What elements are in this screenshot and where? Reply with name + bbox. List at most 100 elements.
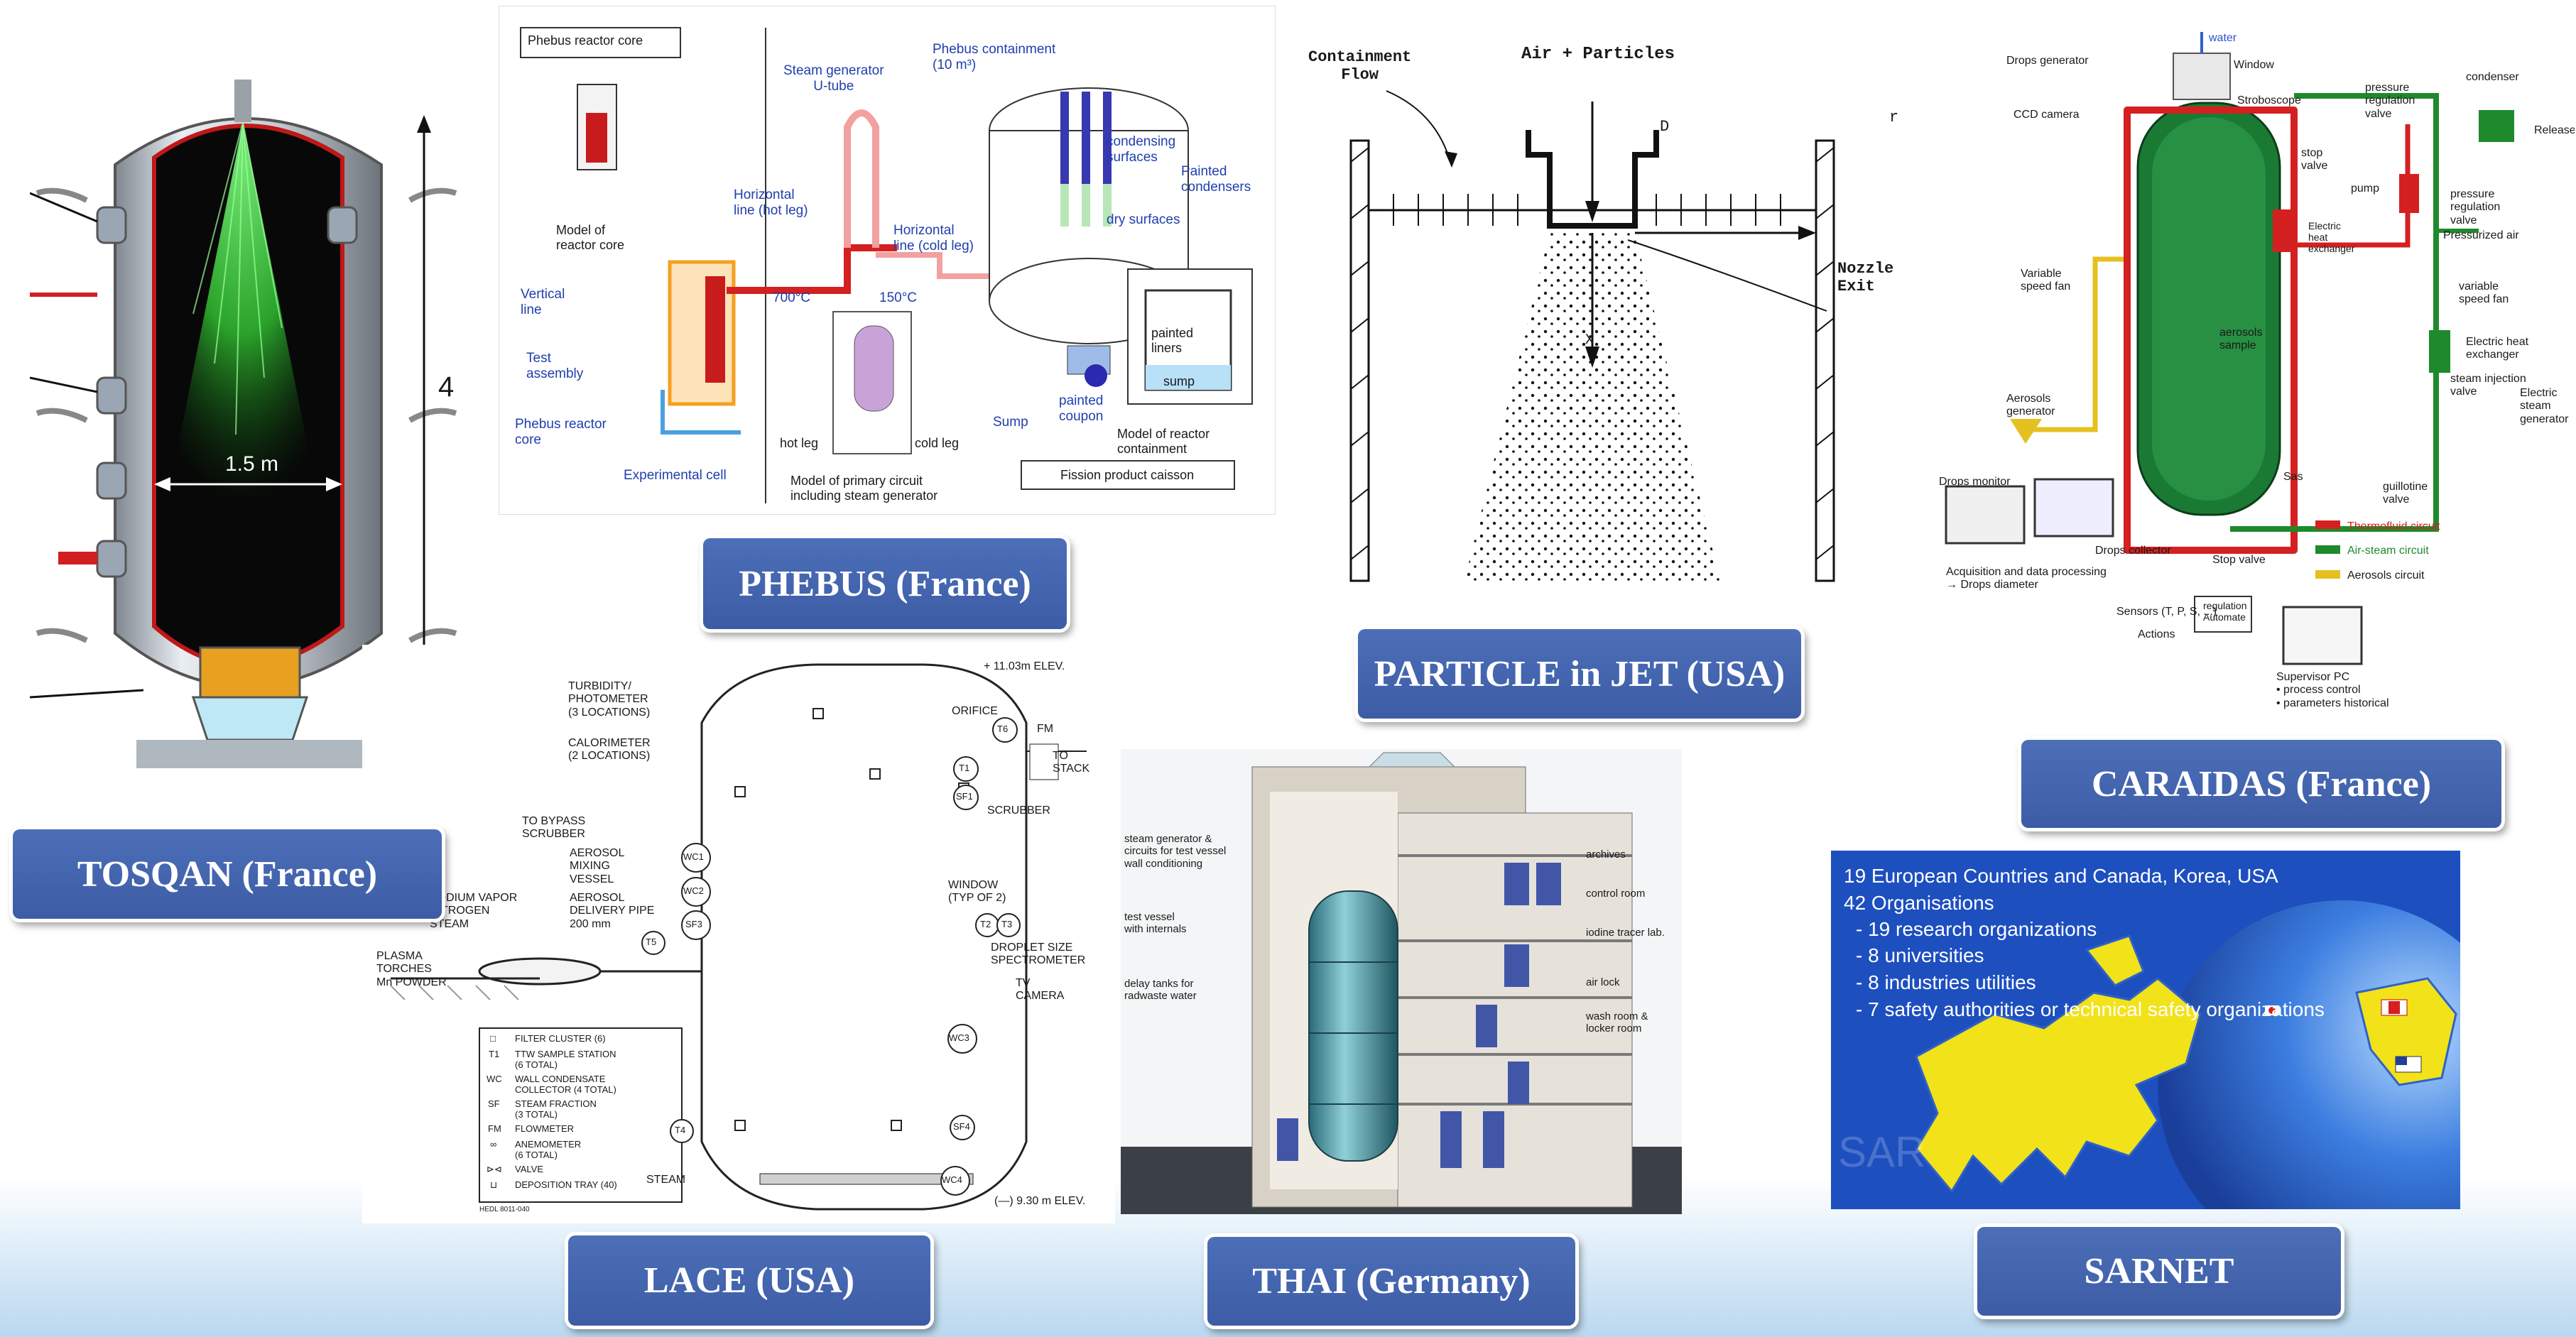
thai-iodine: iodine tracer lab.: [1586, 927, 1665, 939]
lace-tag-sf3: SF3: [685, 919, 702, 929]
phebus-primary: Model of primary circuit including steam…: [790, 474, 938, 503]
particle-air-label: Air + Particles: [1521, 45, 1675, 64]
lace-legend-1: FILTER CLUSTER (6): [515, 1033, 606, 1044]
lace-droplet: DROPLET SIZE SPECTROMETER: [991, 942, 1086, 967]
tosqan-diagram: 1.5 m 4: [30, 80, 469, 797]
phebus-dry: dry surfaces: [1107, 212, 1180, 227]
sarnet-map: 19 European Countries and Canada, Korea,…: [1831, 851, 2460, 1209]
caraidas-actions: Actions: [2138, 628, 2175, 640]
lace-tag-t3: T3: [1001, 919, 1013, 929]
lace-tag-wc1: WC1: [683, 851, 704, 862]
lace-tag-sf4: SF4: [953, 1121, 970, 1132]
caraidas-ccd: CCD camera: [2013, 109, 2080, 121]
lace-delivery: AEROSOL DELIVERY PIPE 200 mm: [570, 892, 655, 930]
lace-tag-t4: T4: [675, 1125, 686, 1135]
sarnet-side-text: SAR: [1838, 1128, 1926, 1176]
caraidas-drops-coll: Drops collector: [2095, 545, 2171, 557]
lace-label: LACE (USA): [568, 1235, 930, 1326]
particle-jet-diagram: Containment Flow Air + Particles D r X N…: [1287, 34, 1911, 613]
lace-fm: FM: [1037, 723, 1054, 735]
phebus-hot-leg-h: Horizontal line (hot leg): [734, 187, 808, 218]
lace-plasma: PLASMA TORCHES Mn POWDER: [376, 950, 447, 988]
particle-nozzle-exit: Nozzle Exit: [1837, 260, 1894, 296]
phebus-caisson: Fission product caisson: [1060, 468, 1195, 482]
sarnet-line-4: - 8 universities: [1856, 944, 1984, 966]
caraidas-stop-valve2: Stop valve: [2212, 554, 2266, 566]
sarnet-line-1: 19 European Countries and Canada, Korea,…: [1844, 865, 2278, 887]
phebus-hot-leg: hot leg: [780, 436, 819, 450]
caraidas-legend-3: Aerosols circuit: [2347, 569, 2425, 582]
caraidas-schematic: [1945, 32, 2514, 665]
lace-to-stack: TO STACK: [1053, 750, 1090, 775]
phebus-sump: Sump: [993, 415, 1028, 430]
caraidas-water: water: [2209, 32, 2237, 44]
thai-building-drawing: [1121, 752, 1682, 1214]
caraidas-aer-sample: aerosols sample: [2219, 327, 2263, 352]
lace-tag-t2: T2: [980, 919, 991, 929]
caraidas-strobo: Stroboscope: [2237, 94, 2301, 107]
particle-jet-label: PARTICLE in JET (USA): [1358, 629, 1801, 719]
lace-orifice: ORIFICE: [952, 705, 998, 717]
lace-calorimeter: CALORIMETER (2 LOCATIONS): [568, 737, 651, 763]
phebus-model-cont: Model of reactor containment: [1117, 427, 1210, 456]
particle-containment-flow: Containment Flow: [1308, 48, 1412, 84]
lace-legend-2: TTW SAMPLE STATION (6 TOTAL): [515, 1049, 616, 1070]
lace-tag-t6: T6: [997, 724, 1009, 734]
caraidas-sas: Sas: [2283, 471, 2303, 483]
phebus-test: Test assembly: [526, 351, 584, 381]
tosqan-diameter-label: 1.5 m: [225, 452, 279, 476]
phebus-t150: 150°C: [879, 290, 918, 305]
thai-airlock: air lock: [1586, 976, 1620, 988]
lace-sym-5: FM: [488, 1123, 501, 1134]
caraidas-aer-gen: Aerosols generator: [2006, 393, 2055, 418]
lace-schematic: [390, 663, 1087, 1211]
lace-sym-1: □: [490, 1033, 496, 1044]
sarnet-line-5: - 8 industries utilities: [1856, 971, 2036, 993]
lace-legend-4: STEAM FRACTION (3 TOTAL): [515, 1098, 597, 1120]
lace-legend-5: FLOWMETER: [515, 1123, 575, 1134]
phebus-painted-cond: Painted condensers: [1181, 164, 1251, 195]
phebus-vertical: Vertical line: [521, 287, 565, 317]
sarnet-line-6: - 7 safety authorities or technical safe…: [1856, 998, 2325, 1020]
tosqan-height-label: 4: [438, 371, 455, 403]
thai-diagram: steam generator & circuits for test vess…: [1121, 749, 1682, 1214]
phebus-diagram: Phebus reactor core Model of reactor cor…: [499, 6, 1276, 515]
lace-tag-wc3: WC3: [949, 1032, 969, 1043]
caraidas-release: Release: [2534, 124, 2575, 136]
thai-vessel: test vessel with internals: [1124, 911, 1187, 936]
phebus-core-label: Phebus reactor core: [515, 417, 607, 447]
phebus-label: PHEBUS (France): [703, 538, 1067, 629]
caraidas-regulation: regulation Automate: [2203, 600, 2247, 623]
lace-steam: STEAM: [646, 1174, 686, 1186]
caraidas-label: CARAIDAS (France): [2021, 740, 2501, 828]
caraidas-legend-2: Air-steam circuit: [2347, 545, 2429, 557]
caraidas-steam-inj: steam injection valve: [2450, 373, 2526, 398]
particle-jet-drawing: [1349, 90, 1835, 582]
lace-tag-wc2: WC2: [683, 885, 704, 896]
caraidas-drops-mon: Drops monitor: [1939, 476, 2011, 488]
lace-elev-bot: (—) 9.30 m ELEV.: [994, 1195, 1086, 1207]
caraidas-elec-hx2: Electric heat exchanger: [2466, 336, 2529, 361]
caraidas-stop-valve: stop valve: [2301, 147, 2328, 173]
caraidas-diagram: water Drops generator Window CCD camera …: [1939, 32, 2575, 717]
lace-tag-t5: T5: [646, 937, 657, 947]
thai-control: control room: [1586, 888, 1646, 900]
caraidas-window: Window: [2234, 59, 2274, 71]
phebus-liners: painted liners: [1151, 326, 1194, 355]
phebus-exp-cell: Experimental cell: [624, 468, 727, 483]
phebus-schematic: [520, 27, 1253, 503]
phebus-coupon: painted coupon: [1059, 393, 1104, 424]
particle-r-label: r: [1889, 109, 1899, 126]
caraidas-supervisor: Supervisor PC • process control • parame…: [2276, 671, 2389, 709]
caraidas-prv2: pressure regulation valve: [2450, 188, 2501, 227]
thai-delay: delay tanks for radwaste water: [1124, 978, 1197, 1003]
lace-elev-top: + 11.03m ELEV.: [984, 660, 1065, 672]
caraidas-legend-1: Thermofluid circuit: [2347, 520, 2440, 533]
caraidas-drops-gen: Drops generator: [2006, 55, 2089, 67]
lace-legend-8: DEPOSITION TRAY (40): [515, 1179, 617, 1190]
tosqan-label: TOSQAN (France): [13, 829, 442, 919]
lace-mixing: AEROSOL MIXING VESSEL: [570, 847, 625, 885]
phebus-cold-leg-h: Horizontal line (cold leg): [893, 223, 974, 253]
phebus-core-box: Phebus reactor core: [528, 33, 643, 48]
lace-bypass: TO BYPASS SCRUBBER: [522, 815, 586, 841]
